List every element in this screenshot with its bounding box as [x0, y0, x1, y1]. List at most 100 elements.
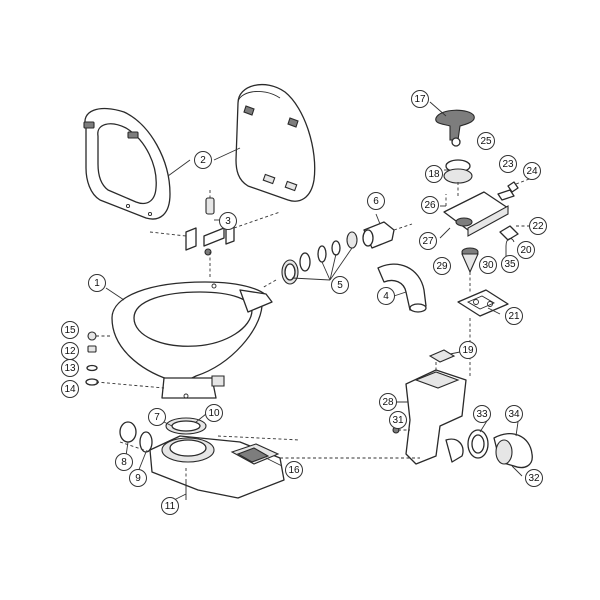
callout-16: 16	[285, 461, 303, 479]
callout-24: 24	[523, 162, 541, 180]
callout-circle	[433, 257, 451, 275]
callout-number: 17	[414, 94, 426, 105]
callout-circle	[389, 411, 407, 429]
callout-number: 12	[64, 346, 76, 357]
callout-number: 1	[94, 278, 100, 289]
callout-number: 4	[383, 291, 389, 302]
callout-circle	[194, 151, 212, 169]
callout-22: 22	[529, 217, 547, 235]
callout-number: 29	[436, 261, 448, 272]
callout-number: 10	[208, 408, 220, 419]
part-callouts: 1234567891011121314151617181920212223242…	[61, 90, 547, 515]
bowl-base	[119, 413, 420, 501]
callout-circle	[61, 359, 79, 377]
callout-17: 17	[411, 90, 429, 108]
callout-number: 19	[462, 345, 474, 356]
callout-number: 28	[382, 397, 394, 408]
callout-circle	[525, 469, 543, 487]
callout-number: 7	[154, 412, 160, 423]
callout-5: 5	[331, 276, 349, 294]
callout-circle	[477, 132, 495, 150]
callout-1: 1	[88, 274, 106, 292]
pump-valve-parts	[461, 225, 530, 292]
callout-number: 16	[288, 465, 300, 476]
callout-circle	[61, 380, 79, 398]
callout-circle	[501, 255, 519, 273]
callout-7: 7	[148, 408, 166, 426]
callout-number: 14	[64, 384, 76, 395]
connector-rings	[261, 231, 358, 289]
callout-number: 35	[504, 259, 516, 270]
callout-number: 31	[392, 415, 404, 426]
callout-number: 5	[337, 280, 343, 291]
callout-30: 30	[479, 256, 497, 274]
callout-29: 29	[433, 257, 451, 275]
callout-circle	[379, 393, 397, 411]
callout-circle	[517, 241, 535, 259]
callout-circle	[505, 307, 523, 325]
callout-21: 21	[505, 307, 523, 325]
callout-32: 32	[525, 469, 543, 487]
pump-body	[384, 318, 471, 465]
callout-34: 34	[505, 405, 523, 423]
callout-8: 8	[115, 453, 133, 471]
callout-number: 34	[508, 409, 520, 420]
callout-circle	[479, 256, 497, 274]
callout-number: 30	[482, 260, 494, 271]
callout-circle	[115, 453, 133, 471]
toilet-bowl	[105, 281, 273, 399]
callout-13: 13	[61, 359, 79, 377]
callout-number: 11	[165, 501, 176, 512]
callout-number: 9	[135, 473, 141, 484]
callout-11: 11	[161, 497, 179, 515]
callout-number: 25	[480, 136, 492, 147]
callout-18: 18	[425, 165, 443, 183]
callout-circle	[205, 404, 223, 422]
callout-circle	[161, 497, 179, 515]
callout-number: 22	[532, 221, 544, 232]
pump-handle	[429, 101, 475, 141]
callout-31: 31	[389, 411, 407, 429]
callout-33: 33	[473, 405, 491, 423]
callout-circle	[219, 212, 237, 230]
hinge-assembly	[149, 190, 281, 278]
callout-6: 6	[367, 192, 385, 210]
callout-number: 15	[64, 325, 76, 336]
callout-circle	[421, 196, 439, 214]
callout-number: 26	[424, 200, 436, 211]
hose-fitting	[362, 213, 413, 249]
pump-head-top	[439, 137, 533, 239]
callout-20: 20	[517, 241, 535, 259]
callout-circle	[367, 192, 385, 210]
callout-number: 18	[428, 169, 440, 180]
valve-flap	[428, 349, 461, 363]
callout-circle	[425, 165, 443, 183]
callout-number: 32	[528, 473, 540, 484]
callout-28: 28	[379, 393, 397, 411]
callout-25: 25	[477, 132, 495, 150]
callout-number: 27	[422, 236, 434, 247]
callout-15: 15	[61, 321, 79, 339]
callout-19: 19	[459, 341, 477, 359]
callout-4: 4	[377, 287, 395, 305]
callout-circle	[285, 461, 303, 479]
callout-23: 23	[499, 155, 517, 173]
seat-and-lid	[83, 83, 316, 220]
callout-circle	[505, 405, 523, 423]
callout-number: 2	[200, 155, 206, 166]
callout-3: 3	[219, 212, 237, 230]
callout-12: 12	[61, 342, 79, 360]
callout-number: 24	[526, 166, 538, 177]
callout-number: 13	[64, 363, 76, 374]
callout-circle	[88, 274, 106, 292]
callout-number: 8	[121, 457, 127, 468]
callout-circle	[129, 469, 147, 487]
callout-number: 21	[508, 311, 520, 322]
bowl-fasteners	[85, 331, 165, 389]
callout-circle	[529, 217, 547, 235]
pump-gasket	[457, 289, 509, 317]
outlet-elbow	[467, 415, 533, 477]
callout-number: 6	[373, 196, 379, 207]
callout-circle	[499, 155, 517, 173]
